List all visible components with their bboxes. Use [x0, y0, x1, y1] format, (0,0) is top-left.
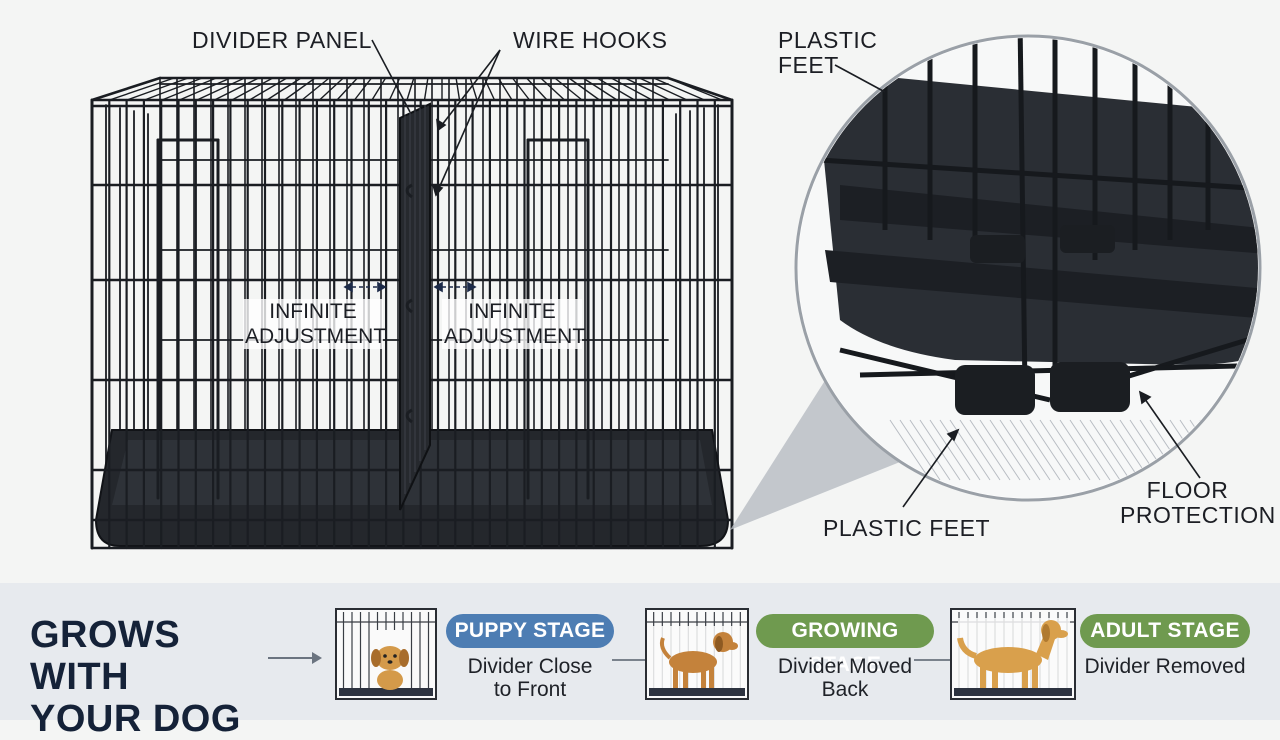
adult-desc-line1: Divider Removed — [1084, 655, 1246, 678]
divider-panel — [399, 102, 431, 511]
crate-front-wire-grid — [90, 98, 734, 550]
plastic-feet-zoom-detail — [730, 34, 1262, 530]
growing-stage-thumbnail — [645, 608, 749, 700]
puppy-stage-pill: PUPPY STAGE — [446, 614, 614, 648]
connector-2 — [914, 659, 954, 661]
wire-hooks-label: WIRE HOOKS — [513, 27, 668, 53]
plastic-feet-top-line2: FEET — [778, 52, 839, 78]
callout-leaders — [371, 39, 501, 197]
puppy-icon — [371, 630, 409, 690]
adjust-left-line2: ADJUSTMENT — [245, 325, 387, 348]
zoom-leaders — [834, 64, 1201, 508]
banner-title-line1: GROWS WITH — [30, 614, 181, 698]
adult-stage-thumbnail — [950, 608, 1076, 700]
growing-desc-line2: Back — [821, 678, 869, 701]
growing-desc-line1: Divider Moved — [777, 655, 913, 678]
dog-crate-illustration — [90, 39, 734, 550]
banner-title-line2: YOUR DOG — [30, 698, 241, 740]
plastic-foot-right — [1050, 362, 1130, 412]
floor-protection-line1: FLOOR — [1146, 477, 1229, 503]
puppy-stage-thumbnail — [335, 608, 437, 700]
adjust-left-line1: INFINITE — [269, 300, 357, 323]
adjust-right-line1: INFINITE — [468, 300, 556, 323]
growing-stage-pill: GROWING STAGE — [756, 614, 934, 676]
crate-wire-frame — [90, 76, 734, 521]
plastic-feet-bottom-label: PLASTIC FEET — [823, 515, 991, 541]
adjustment-arrows — [343, 281, 477, 293]
banner-title: GROWS WITH YOUR DOG — [30, 614, 270, 740]
plastic-feet-top-line1: PLASTIC — [778, 27, 878, 53]
adjust-right-line2: ADJUSTMENT — [444, 325, 586, 348]
infinite-adjustment-right: INFINITE ADJUSTMENT — [442, 299, 586, 349]
floor-protection-label: FLOOR PROTECTION — [1120, 477, 1276, 528]
infinite-adjustment-left: INFINITE ADJUSTMENT — [243, 299, 387, 349]
adult-stage-description: Divider Removed — [1080, 655, 1250, 678]
adult-dog-icon — [957, 618, 1070, 688]
plastic-feet-top-label: PLASTIC FEET — [778, 28, 877, 78]
puppy-desc-line2: to Front — [493, 678, 567, 701]
floor-protection-line2: PROTECTION — [1120, 502, 1276, 528]
puppy-stage-description: Divider Close to Front — [446, 655, 614, 701]
growing-dog-icon — [653, 626, 743, 688]
divider-panel-label: DIVIDER PANEL — [192, 27, 372, 53]
wire-hooks — [405, 183, 413, 424]
banner-arrow — [268, 652, 322, 664]
plastic-foot-left — [955, 365, 1035, 415]
growing-stage-description: Divider Moved Back — [756, 655, 934, 701]
adult-stage-pill: ADULT STAGE — [1080, 614, 1250, 648]
puppy-desc-line1: Divider Close — [467, 655, 593, 678]
